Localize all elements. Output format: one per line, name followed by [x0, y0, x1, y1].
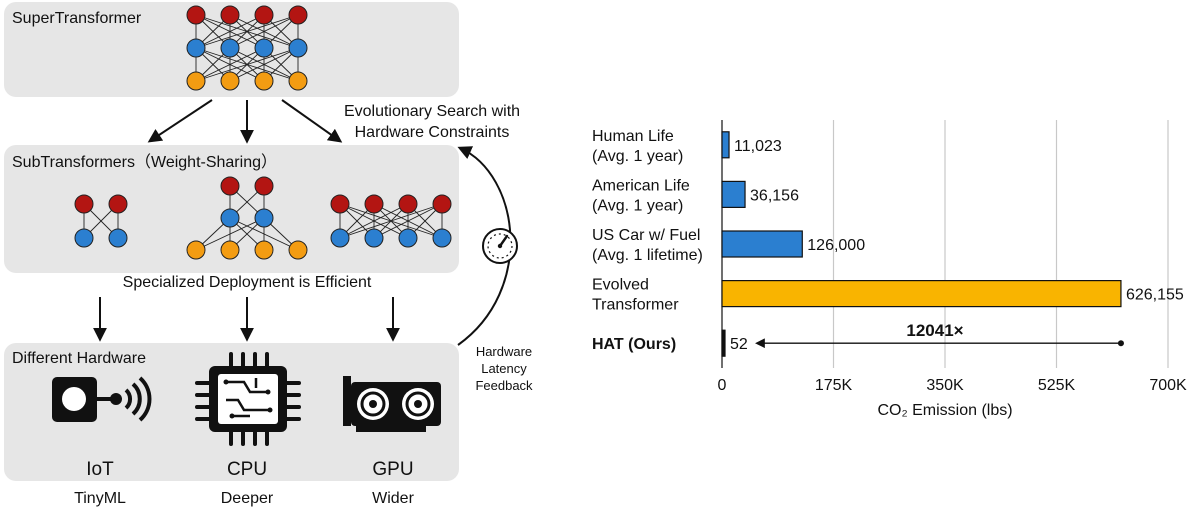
iot-label: IoT: [86, 459, 114, 480]
cpu-sublabel: Deeper: [221, 490, 274, 507]
speedometer-icon: [482, 228, 518, 264]
x-tick-label: 525K: [1038, 377, 1076, 394]
x-tick-label: 175K: [815, 377, 853, 394]
network-edge: [195, 14, 299, 49]
network-node: [288, 5, 308, 25]
gpu-sublabel: Wider: [372, 490, 414, 507]
bar-value-label: 126,000: [807, 237, 865, 254]
bar-value-label: 11,023: [734, 138, 782, 155]
bar: [721, 329, 726, 357]
network-edge: [195, 47, 299, 82]
network-node: [364, 228, 384, 248]
annotation-label: 12041×: [906, 321, 963, 340]
supertransformer-network: [186, 5, 308, 91]
x-axis-label: CO₂ Emission (lbs): [877, 402, 1012, 419]
network-node: [220, 5, 240, 25]
category-label: (Avg. 1 year): [592, 197, 683, 214]
network-node: [254, 240, 274, 260]
network-node: [364, 194, 384, 214]
network-node: [220, 176, 240, 196]
evolutionary-search-label-line1: Evolutionary Search with: [344, 103, 520, 120]
network-node: [432, 194, 452, 214]
network-node: [108, 228, 128, 248]
network-edge: [195, 47, 265, 82]
cpu-chip-icon: [195, 352, 301, 446]
x-tick-label: 0: [718, 377, 727, 394]
subtransformer-wide-network: [330, 194, 452, 248]
network-node: [254, 208, 274, 228]
feedback-label-line1: Hardware: [476, 344, 532, 359]
network-edge: [373, 203, 443, 239]
network-node: [288, 71, 308, 91]
network-node: [254, 176, 274, 196]
category-label: American Life: [592, 177, 690, 194]
bar: [721, 131, 730, 159]
network-node: [74, 228, 94, 248]
network-node: [398, 194, 418, 214]
category-label: (Avg. 1 lifetime): [592, 247, 703, 264]
x-tick-label: 350K: [926, 377, 964, 394]
network-node: [330, 228, 350, 248]
subtransformer-deep-network: [186, 176, 308, 260]
network-edge: [195, 14, 265, 49]
network-node: [186, 38, 206, 58]
arrow-super-to-sub-right: [281, 99, 343, 143]
iot-sensor-icon: [52, 376, 152, 422]
subtransformer-small-network: [74, 194, 128, 248]
network-node: [74, 194, 94, 214]
network-node: [288, 240, 308, 260]
network-edge: [229, 47, 299, 82]
network-edge: [339, 203, 443, 239]
category-label: Evolved: [592, 277, 649, 294]
network-node: [186, 71, 206, 91]
network-edge: [195, 217, 265, 251]
co2-emission-chart: 0 175K 350K 525K 700K CO₂ Emission (lbs) 11,02…: [592, 120, 1187, 419]
category-label: Transformer: [592, 297, 679, 314]
gpu-card-icon: [343, 376, 441, 432]
bar: [721, 280, 1122, 308]
network-node: [220, 71, 240, 91]
network-node: [432, 228, 452, 248]
bar: [721, 180, 746, 208]
network-node: [288, 38, 308, 58]
subtransformers-label: SubTransformers（Weight-Sharing）: [12, 153, 277, 171]
network-edge: [339, 203, 409, 239]
feedback-label-line3: Feedback: [475, 378, 533, 393]
network-node: [254, 38, 274, 58]
gpu-label: GPU: [372, 459, 413, 480]
network-node: [220, 240, 240, 260]
network-node: [220, 208, 240, 228]
network-node: [108, 194, 128, 214]
network-node: [186, 5, 206, 25]
different-hardware-label: Different Hardware: [12, 350, 146, 367]
network-node: [398, 228, 418, 248]
category-label: (Avg. 1 year): [592, 148, 683, 165]
bar: [721, 230, 803, 258]
bar-value-label: 36,156: [750, 187, 799, 204]
annotation-arrow-tail: [1117, 340, 1124, 347]
feedback-label-line2: Latency: [481, 361, 527, 376]
x-tick-label: 700K: [1149, 377, 1187, 394]
supertransformer-label: SuperTransformer: [12, 10, 142, 27]
network-edge: [229, 14, 299, 49]
bar-value-label: 52: [730, 336, 748, 353]
cpu-label: CPU: [227, 459, 267, 480]
network-node: [220, 38, 240, 58]
evolutionary-search-label-line2: Hardware Constraints: [355, 124, 510, 141]
category-label: Human Life: [592, 128, 674, 145]
category-label: HAT (Ours): [592, 336, 676, 353]
arrow-super-to-sub-left: [147, 99, 213, 143]
category-label: US Car w/ Fuel: [592, 227, 700, 244]
iot-sublabel: TinyML: [74, 490, 126, 507]
network-node: [254, 71, 274, 91]
bar-value-label: 626,155: [1126, 287, 1184, 304]
diagram: SuperTransformer SubTransformers（Weight-…: [4, 2, 533, 507]
network-node: [254, 5, 274, 25]
network-node: [330, 194, 350, 214]
network-node: [186, 240, 206, 260]
specialized-deployment-label: Specialized Deployment is Efficient: [123, 274, 372, 291]
